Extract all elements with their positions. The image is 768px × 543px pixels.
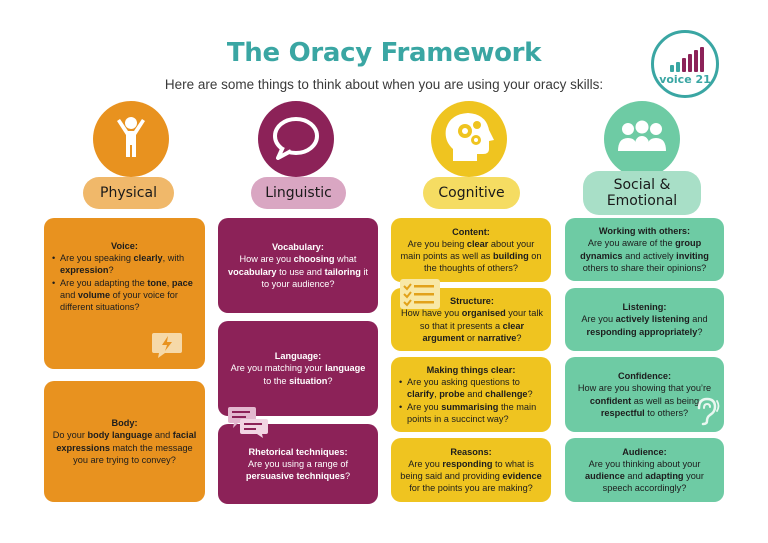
confidence-heading: Confidence: <box>617 371 672 382</box>
linguistic-label-pill: Linguistic <box>251 177 346 209</box>
language-heading: Language: <box>274 351 322 362</box>
page-subtitle: Here are some things to think about when… <box>164 77 604 92</box>
voice21-logo: voice 21 <box>651 30 719 98</box>
cognitive-icon-circle <box>431 101 507 177</box>
head-gears-icon <box>445 113 494 161</box>
listening-text: Are you actively listening and respondin… <box>581 314 708 337</box>
social-label-line-1: Social & <box>613 176 671 193</box>
vocabulary-heading: Vocabulary: <box>272 242 324 253</box>
lightning-bubble-icon <box>152 333 182 358</box>
body-text: Do your body language and facial express… <box>52 430 197 465</box>
making-clear-card: Making things clear: Are you asking ques… <box>391 357 551 432</box>
page-title: The Oracy Framework <box>226 38 542 68</box>
social-label-pill: Social & Emotional <box>583 171 701 215</box>
language-card: Language: Are you matching your language… <box>218 321 378 416</box>
speech-bubble-icon <box>273 117 319 160</box>
rhetorical-card: Rhetorical techniques: Are you using a r… <box>218 424 378 504</box>
rhetorical-heading: Rhetorical techniques: <box>248 446 348 457</box>
group-of-people-icon <box>618 120 666 151</box>
reasons-card: Reasons: Are you responding to what is b… <box>391 438 551 502</box>
physical-icon-circle <box>93 101 169 177</box>
voice-bullet-1: Are you speaking clearly, with expressio… <box>52 252 197 276</box>
logo-bars-icon <box>670 47 704 72</box>
voice-heading: Voice: <box>111 241 138 252</box>
cognitive-label: Cognitive <box>438 184 505 201</box>
linguistic-label: Linguistic <box>265 184 332 201</box>
confidence-text: How are you showing that you’re confiden… <box>577 383 712 418</box>
logo-text: voice 21 <box>659 73 711 86</box>
content-card: Content: Are you being clear about your … <box>391 218 551 282</box>
audience-heading: Audience: <box>622 446 667 457</box>
listening-heading: Listening: <box>622 302 667 313</box>
linguistic-icon-circle <box>258 101 334 177</box>
cognitive-label-pill: Cognitive <box>423 177 520 209</box>
structure-heading: Structure: <box>450 296 494 307</box>
physical-label-pill: Physical <box>83 177 174 209</box>
making-clear-bullet-2: Are you summarising the main points in a… <box>399 401 543 425</box>
rhetorical-text: Are you using a range of persuasive tech… <box>245 458 351 482</box>
audience-card: Audience: Are you thinking about your au… <box>565 438 724 502</box>
audience-text: Are you thinking about your audience and… <box>585 458 704 494</box>
content-heading: Content: <box>452 226 490 237</box>
content-text: Are you being clear about your main poin… <box>400 238 542 274</box>
physical-label: Physical <box>100 184 157 201</box>
reasons-text: Are you responding to what is being said… <box>400 458 542 494</box>
language-text: Are you matching your language to the si… <box>230 363 366 386</box>
listening-card: Listening: Are you actively listening an… <box>565 288 724 351</box>
structure-text: How have you organised your talk so that… <box>401 308 543 343</box>
body-card: Body: Do your body language and facial e… <box>44 381 205 502</box>
person-arms-raised-icon <box>117 117 145 157</box>
voice-bullet-2: Are you adapting the tone, pace and volu… <box>52 277 197 313</box>
confidence-card: Confidence: How are you showing that you… <box>565 357 724 432</box>
making-clear-heading: Making things clear: <box>426 365 516 376</box>
reasons-heading: Reasons: <box>450 446 492 457</box>
body-heading: Body: <box>111 418 138 429</box>
vocabulary-text: How are you choosing what vocabulary to … <box>228 254 368 289</box>
social-icon-circle <box>604 101 680 177</box>
checklist-icon <box>400 279 440 309</box>
social-label-line-2: Emotional <box>606 193 678 209</box>
working-card: Working with others: Are you aware of th… <box>565 218 724 281</box>
chat-bubbles-icon <box>228 407 268 438</box>
working-text: Are you aware of the group dynamics and … <box>580 238 709 273</box>
making-clear-bullet-1: Are you asking questions to clarify, pro… <box>399 376 543 400</box>
ear-listening-icon <box>697 397 720 426</box>
working-heading: Working with others: <box>598 226 691 237</box>
vocabulary-card: Vocabulary: How are you choosing what vo… <box>218 218 378 313</box>
